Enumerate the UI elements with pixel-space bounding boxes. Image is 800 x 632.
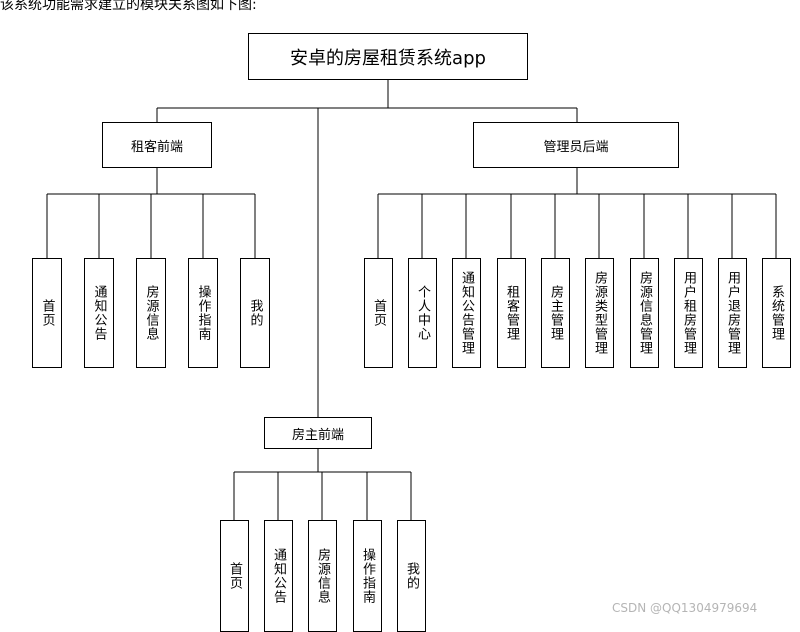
admin-module-landlord-management: 房主管理 (541, 258, 570, 368)
landlord-module-guide: 操作指南 (353, 520, 382, 632)
tenant-frontend-node: 租客前端 (102, 122, 212, 168)
tenant-module-home: 首页 (32, 258, 62, 368)
admin-module-personal-center: 个人中心 (408, 258, 437, 368)
intro-text: 该系统功能需求建立的模块关系图如下图: (0, 0, 257, 13)
landlord-module-home: 首页 (220, 520, 249, 632)
tenant-module-guide: 操作指南 (188, 258, 218, 368)
admin-module-system-management: 系统管理 (762, 258, 791, 368)
root-node: 安卓的房屋租赁系统app (248, 33, 528, 80)
watermark-text: CSDN @QQ1304979694 (612, 601, 758, 615)
landlord-frontend-node: 房主前端 (264, 417, 372, 449)
tenant-module-notice: 通知公告 (84, 258, 114, 368)
landlord-module-listings: 房源信息 (308, 520, 337, 632)
admin-module-notice-management: 通知公告管理 (452, 258, 481, 368)
admin-module-tenant-management: 租客管理 (497, 258, 526, 368)
admin-module-listing-info-management: 房源信息管理 (630, 258, 659, 368)
landlord-module-mine: 我的 (397, 520, 426, 632)
tenant-module-mine: 我的 (240, 258, 270, 368)
landlord-module-notice: 通知公告 (264, 520, 293, 632)
tenant-module-listings: 房源信息 (136, 258, 166, 368)
admin-module-listing-type-management: 房源类型管理 (585, 258, 614, 368)
admin-module-rental-management: 用户租房管理 (674, 258, 703, 368)
admin-backend-node: 管理员后端 (473, 122, 679, 168)
admin-module-checkout-management: 用户退房管理 (718, 258, 747, 368)
admin-module-home: 首页 (364, 258, 393, 368)
